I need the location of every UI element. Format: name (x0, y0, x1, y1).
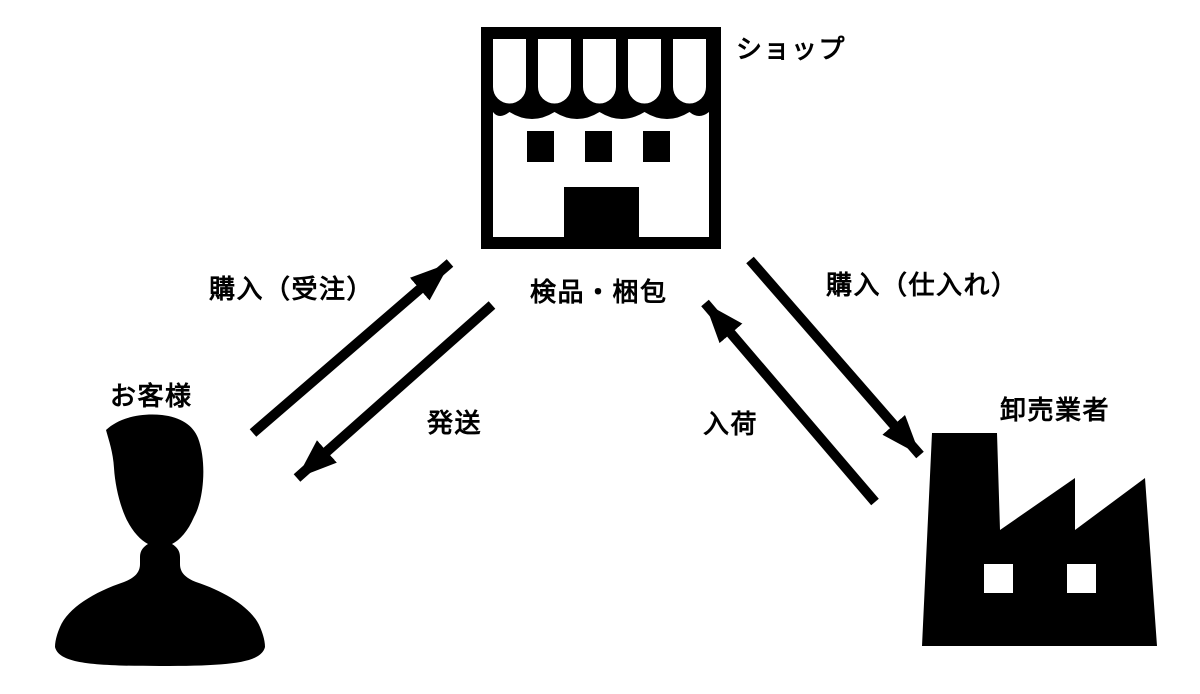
arrow-order-icon (249, 259, 454, 437)
procurement-edge-label: 購入（仕入れ） (826, 270, 1019, 300)
customer-label: お客様 (110, 381, 193, 411)
factory-icon (922, 433, 1157, 646)
person-icon (55, 414, 265, 666)
storefront-icon (481, 27, 721, 249)
shipping-edge-label: 発送 (427, 408, 483, 438)
shop-label: ショップ (736, 34, 847, 64)
arrow-shipping-icon (293, 301, 496, 482)
arrow-procurement-icon (746, 256, 924, 459)
arrival-edge-label: 入荷 (703, 409, 759, 439)
wholesaler-label: 卸売業者 (1000, 395, 1111, 425)
order-edge-label: 購入（受注） (209, 274, 375, 304)
arrow-arrival-icon (701, 299, 879, 506)
process-label: 検品・梱包 (530, 277, 668, 307)
